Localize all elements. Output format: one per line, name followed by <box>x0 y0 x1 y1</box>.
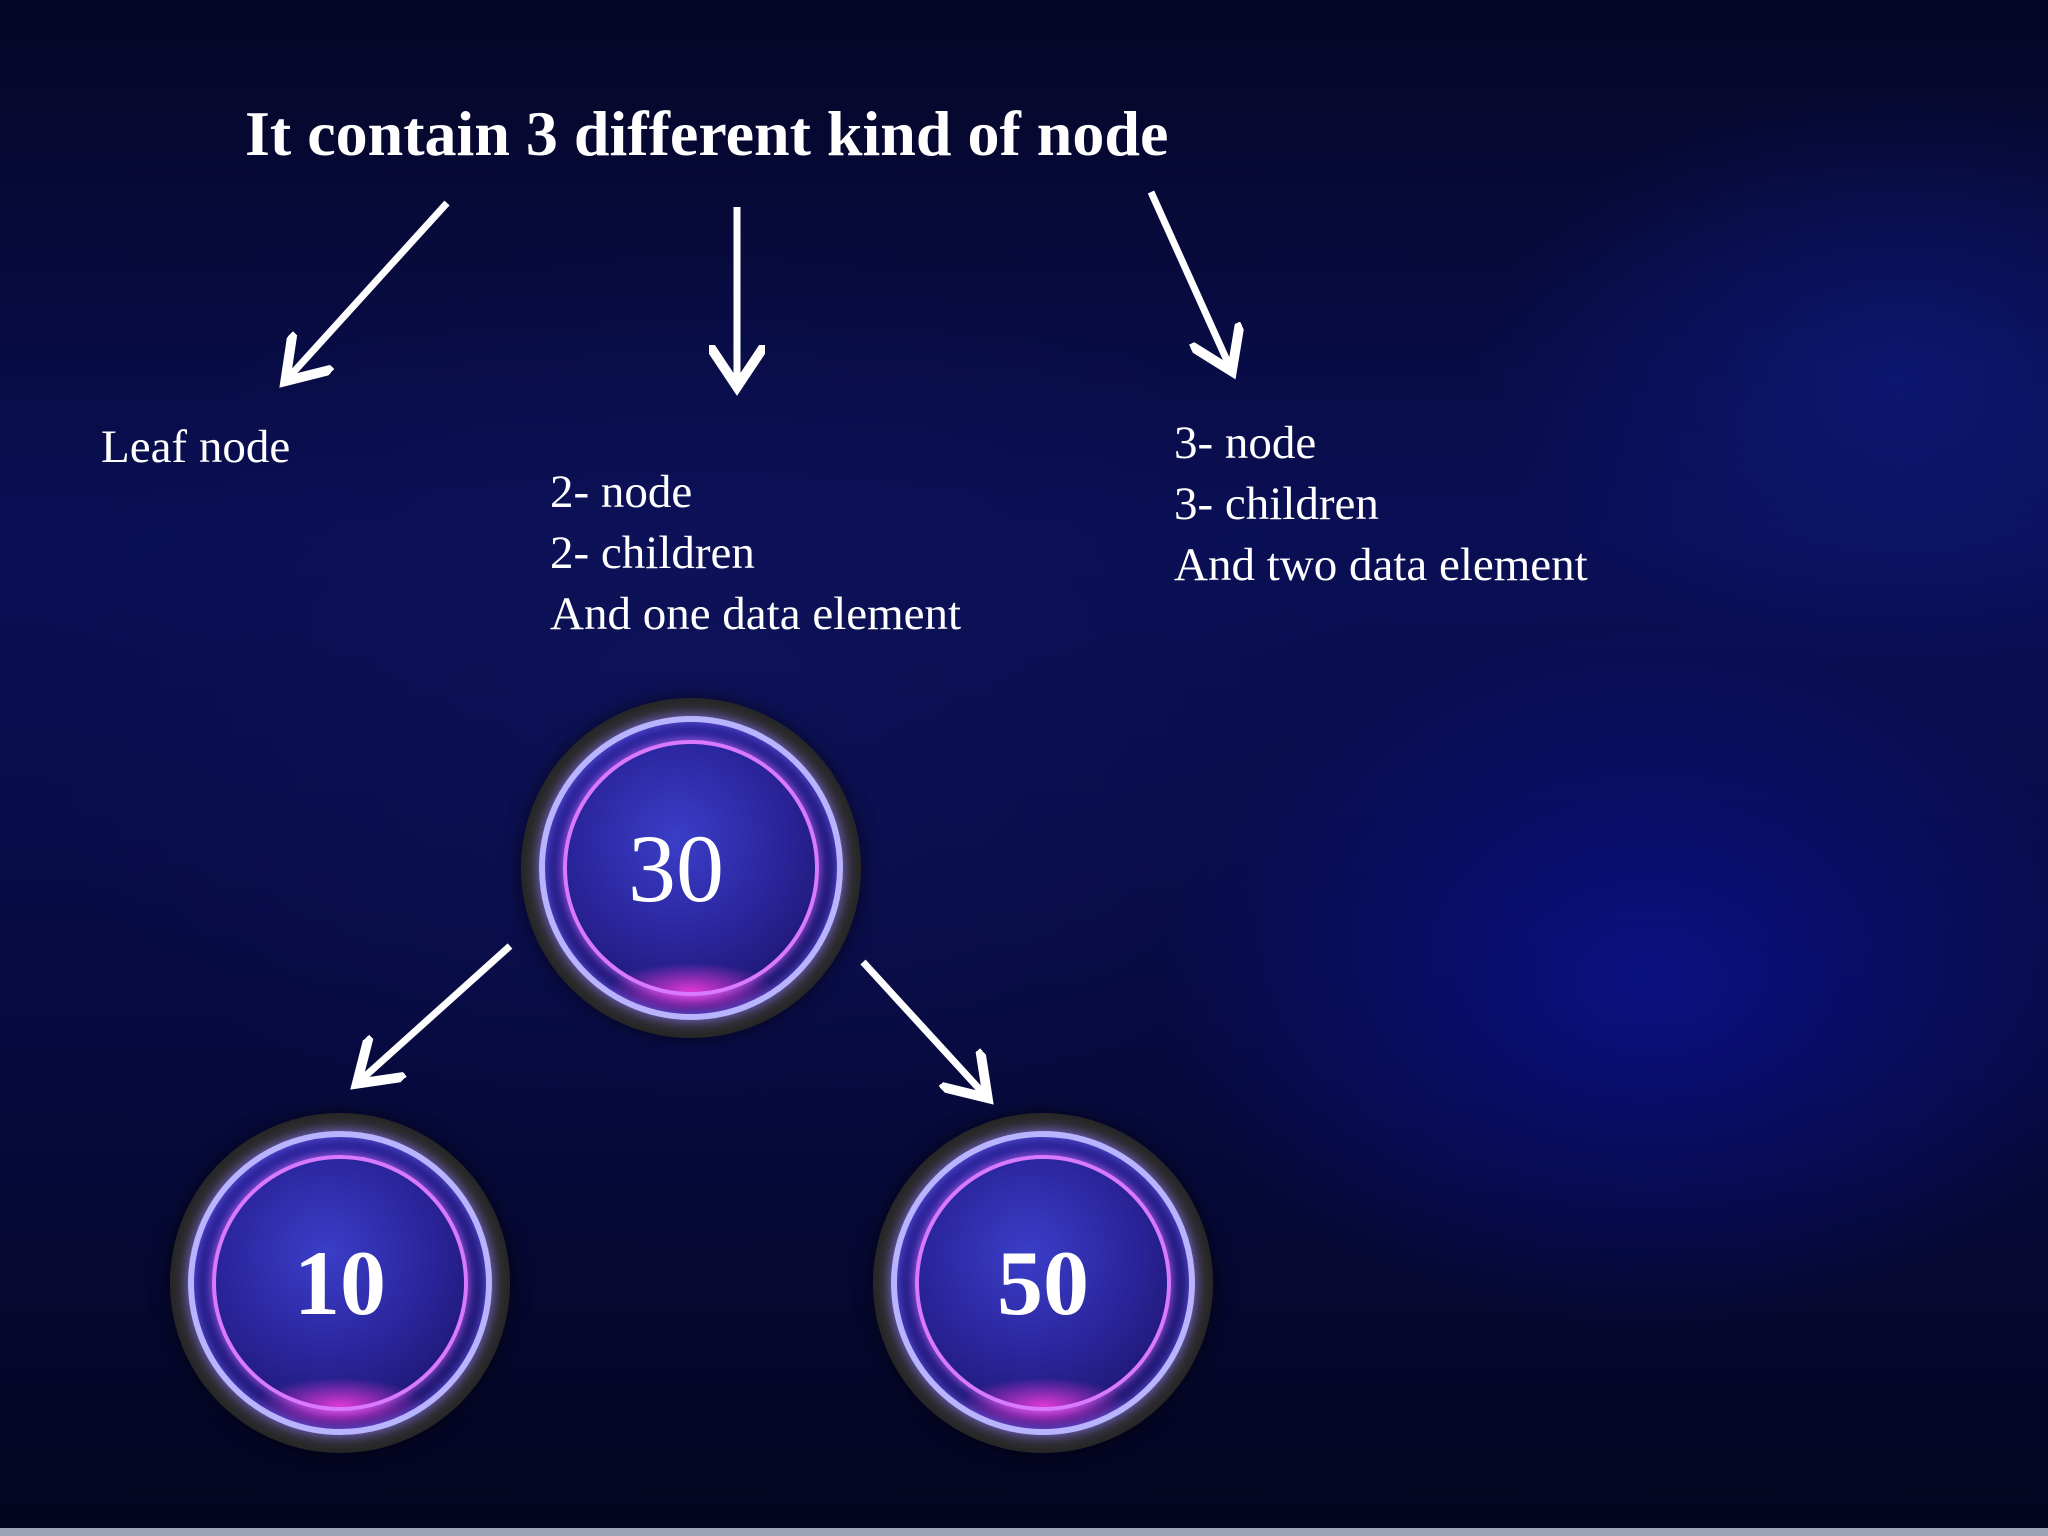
tree-node-left-child: 10 <box>170 1113 510 1453</box>
tree-node-root: 30 <box>521 698 861 1038</box>
node-value: 50 <box>997 1232 1089 1334</box>
node-value: 30 <box>628 814 724 922</box>
arrow-root-to-right-child <box>860 959 983 1093</box>
two-node-line: And one data element <box>550 588 962 640</box>
three-node-line: And two data element <box>1174 539 1588 591</box>
arrow-root-to-left-child <box>362 943 513 1079</box>
node-value: 10 <box>294 1232 386 1334</box>
bottom-edge-strip <box>0 1528 2048 1536</box>
arrow-to-leaf-node <box>290 200 450 376</box>
slide-title: It contain 3 different kind of node <box>245 98 1169 169</box>
two-node-description: 2- node 2- children And one data element <box>550 462 961 645</box>
node-inner-ring <box>563 740 819 996</box>
two-node-line: 2- node <box>550 466 693 518</box>
node-inner-ring <box>915 1155 1171 1411</box>
leaf-node-label: Leaf node <box>101 421 291 473</box>
tree-node-right-child: 50 <box>873 1113 1213 1453</box>
node-inner-ring <box>212 1155 468 1411</box>
three-node-line: 3- node <box>1174 417 1317 469</box>
arrow-to-three-node <box>1147 190 1229 365</box>
two-node-line: 2- children <box>550 527 755 579</box>
three-node-description: 3- node 3- children And two data element <box>1174 413 1588 596</box>
three-node-line: 3- children <box>1174 478 1379 530</box>
